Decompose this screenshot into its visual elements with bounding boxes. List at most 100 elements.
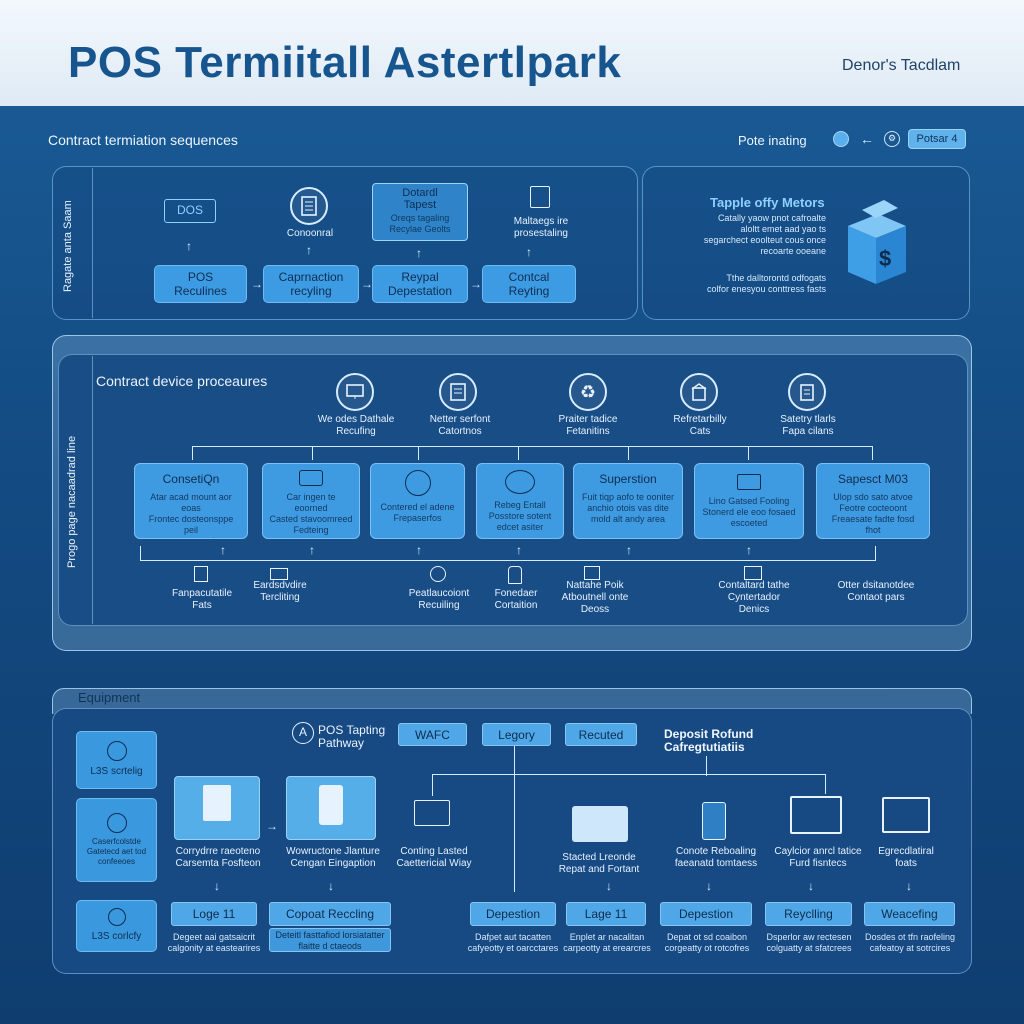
arrow-up: ↑ — [220, 543, 226, 557]
controls-button[interactable]: Potsar 4 — [908, 129, 966, 149]
arrow-down: ↓ — [706, 879, 712, 893]
equipment-panel — [52, 708, 972, 974]
step-desc: Dsperlor aw rectesen colguatty at sfatcr… — [766, 932, 852, 953]
back-arrow-icon[interactable]: ← — [860, 131, 874, 147]
building-icon — [680, 373, 718, 411]
deposit-label: Deposit Rofund Cafregtutiatiis — [664, 727, 754, 754]
icon-caption: Satetry tlarls Fapa cilans — [780, 414, 836, 437]
pill-legory[interactable]: Legory — [482, 723, 551, 746]
equipment-tile[interactable]: L3S corlcfy — [76, 900, 157, 952]
step-detail: Deteitl fasttafiod lorsiatatter flaitte … — [269, 928, 391, 952]
procedure-card[interactable]: Contered el adene Frepaserfos — [370, 463, 465, 539]
item-caption: Nattahe Poik Atboutnell onte Deoss — [561, 580, 629, 615]
section-title-middle: Contract device proceaures — [96, 373, 268, 389]
step-button[interactable]: Depestion — [660, 902, 752, 926]
icon-caption: Maltaegs ire prosestaling — [513, 216, 569, 239]
icon-caption: Conoonral — [286, 228, 334, 239]
highlight-sub: Oreqs tagaling Recylae Geolts — [389, 213, 451, 234]
arrow-up-3: ↑ — [416, 246, 422, 260]
calendar-icon — [744, 566, 762, 580]
step-button[interactable]: Copoat Reccling — [269, 902, 391, 926]
flow-step[interactable]: POS Reculines — [154, 265, 247, 303]
arrow-right: → — [361, 277, 373, 291]
device-caption: Stacted Lreonde Repat and Fortant — [558, 852, 640, 875]
header-bar — [0, 0, 1024, 106]
item-caption: Fanpacutatile Fats — [171, 588, 233, 611]
device-tile[interactable] — [174, 776, 260, 840]
desktop-icon — [882, 797, 930, 833]
step-button[interactable]: Lage 11 — [566, 902, 646, 926]
arrow-up: ↑ — [516, 543, 522, 557]
lock-icon — [508, 566, 522, 584]
arrow-down: ↓ — [808, 879, 814, 893]
arrow-up-4: ↑ — [526, 245, 532, 259]
link-icon — [106, 813, 127, 833]
procedure-card[interactable]: Lino Gatsed Fooling Stonerd ele eoo fosa… — [694, 463, 804, 539]
flow-step[interactable]: Reypal Depestation — [372, 265, 468, 303]
page-icon — [194, 566, 208, 582]
section-title-top: Contract termiation sequences — [48, 132, 238, 148]
arrow-right: → — [470, 277, 482, 291]
item-caption: Otter dsitanotdee Contaot pars — [837, 580, 915, 603]
edit-icon — [584, 566, 600, 580]
device-caption: Caylcior anrcl tatice Furd fisntecs — [774, 846, 862, 869]
step-button[interactable]: Depestion — [470, 902, 556, 926]
dollar-box-icon: $ — [844, 198, 910, 291]
arrow-up-2: ↑ — [306, 243, 312, 257]
top-side-label: Ragate anta Saam — [62, 200, 74, 292]
connector-drop — [418, 446, 419, 460]
device-caption: Conting Lasted Caettericial Wiay — [396, 846, 472, 869]
signal-icon — [106, 741, 127, 761]
header-subtitle: Denor's Tacdlam — [842, 57, 961, 74]
step-desc: Dafpet aut tacatten cafyeotty et oarccta… — [467, 932, 559, 953]
icon-caption: Refretarbilly Cats — [673, 414, 727, 437]
pos-terminal-icon — [203, 785, 231, 821]
flow-step[interactable]: Contcal Reyting — [482, 265, 576, 303]
highlight-title: Dotardl Tapest — [402, 187, 438, 211]
procedure-card[interactable]: Rebeg Entall Posstore sotent edcet asite… — [476, 463, 564, 539]
step-button[interactable]: Weacefing — [864, 902, 955, 926]
arrow-down: ↓ — [328, 879, 334, 893]
tablet-icon — [319, 785, 343, 825]
connector-rise — [140, 546, 141, 560]
connector-vertical — [514, 746, 515, 892]
icon-caption: Netter serfont Catortnos — [429, 414, 491, 437]
middle-side-label: Progo page nacaadrad line — [66, 435, 78, 568]
procedure-card[interactable]: Superstion Fuit tiqp aofo te ooniter anc… — [573, 463, 683, 539]
device-tile[interactable] — [286, 776, 376, 840]
step-button[interactable]: Reyclling — [765, 902, 852, 926]
arrow-right: → — [251, 277, 263, 291]
document-icon — [290, 187, 328, 225]
status-dot-icon[interactable] — [833, 131, 849, 147]
flow-step[interactable]: Caprnaction recyling — [263, 265, 359, 303]
arrow-right: → — [266, 819, 278, 833]
chat-icon — [299, 470, 323, 486]
pill-wafc[interactable]: WAFC — [398, 723, 467, 746]
item-caption: Eardsdvdire Tercliting — [253, 580, 307, 603]
meters-title: Tapple offy Metors — [710, 195, 825, 210]
arrow-up: ↑ — [416, 543, 422, 557]
file-icon — [530, 186, 550, 208]
recycle-icon: ♻ — [569, 373, 607, 411]
equipment-tile[interactable]: L3S scrtelig — [76, 731, 157, 789]
settings-icon[interactable]: ⚙ — [884, 131, 900, 147]
arrow-up: ↑ — [746, 543, 752, 557]
meters-panel — [642, 166, 970, 320]
step-button[interactable]: Loge 11 — [171, 902, 257, 926]
chat-bubble-icon: DOS — [164, 199, 216, 223]
icon-caption: We odes Dathale Recufing — [317, 414, 395, 437]
equipment-tile[interactable]: Caserfcolstde Gatetecd aet tod confeeoes — [76, 798, 157, 882]
connector-drop — [192, 446, 193, 460]
monitor-icon — [790, 796, 842, 834]
device-caption: Conote Reboaling faeanatd tomtaess — [674, 846, 758, 869]
arrow-down: ↓ — [606, 879, 612, 893]
arrow-up: ↑ — [626, 543, 632, 557]
meters-text: Tthe dalltorontd odfogats colfor enesyou… — [706, 273, 826, 294]
connector-drop — [432, 774, 433, 796]
pill-recuted[interactable]: Recuted — [565, 723, 637, 746]
page-title: POS Termiitall Astertlpark — [68, 38, 622, 87]
device-caption: Egrecdlatiral foats — [878, 846, 934, 869]
procedure-card[interactable]: ConsetiQn Atar acad mount aor eoas Front… — [134, 463, 248, 539]
procedure-card[interactable]: Car ingen te eoorned Casted stavoomreed … — [262, 463, 360, 539]
procedure-card[interactable]: Sapesct M03 Ulop sdo sato atvoe Feotre c… — [816, 463, 930, 539]
